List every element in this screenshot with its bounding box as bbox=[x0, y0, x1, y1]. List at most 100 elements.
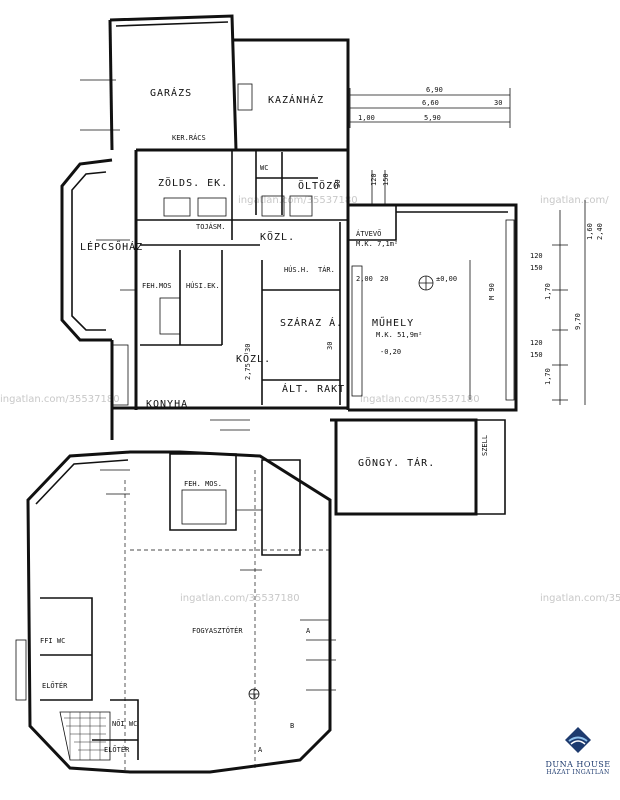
dimension-lines bbox=[80, 79, 586, 691]
stair-wall bbox=[60, 158, 113, 342]
window-west bbox=[351, 265, 363, 397]
dim-lines-right bbox=[559, 200, 586, 405]
fixture-6 bbox=[159, 297, 181, 335]
label-zoldsek: ZÖLDS. EK. bbox=[158, 176, 228, 189]
side-room-wall bbox=[261, 459, 301, 556]
partition-14 bbox=[348, 205, 397, 241]
dim-660: 6,60 bbox=[422, 99, 439, 107]
label-szell: SZELL bbox=[481, 435, 489, 456]
marker-a-2: A bbox=[258, 746, 263, 754]
stair-inner-wall bbox=[71, 171, 107, 331]
duna-house-logo: DUNA HOUSE HÁZAT INGATLAN bbox=[536, 726, 620, 800]
dim-20: 20 bbox=[380, 275, 388, 283]
garage-inner-wall bbox=[115, 21, 229, 27]
szell-wall bbox=[476, 419, 506, 515]
label-atvevo: ÁTVEVŐ bbox=[356, 229, 381, 238]
construction-lines-left bbox=[80, 79, 136, 291]
kazanhaz-wall bbox=[232, 38, 350, 150]
garage-left-wall bbox=[108, 19, 114, 151]
dim-30-c: 30 bbox=[244, 344, 252, 352]
watermark-2: ingatlan.com/ bbox=[540, 195, 609, 206]
dim-970: 9,70 bbox=[574, 313, 582, 330]
dim-lines-mid bbox=[371, 170, 386, 204]
dim-120-v: 120 bbox=[370, 173, 378, 186]
label-lepcsohaz: LÉPCSŐHÁZ bbox=[80, 239, 143, 253]
dim-200: 2,00 bbox=[356, 275, 373, 283]
dim-000: ±0,00 bbox=[436, 275, 457, 283]
dim-170-r2: 1,70 bbox=[544, 368, 552, 385]
label-noiwc: NŐI WC bbox=[112, 719, 137, 728]
dim-150-r2: 150 bbox=[530, 351, 543, 359]
dining-inner-wall bbox=[35, 459, 129, 505]
label-kerracs: KER.RÁCS bbox=[172, 133, 206, 142]
dimension-labels: 6,90 6,60 30 5,90 1,00 2,00 20 ±0,00 120… bbox=[244, 86, 604, 754]
label-garazs: GARÁZS bbox=[150, 86, 192, 99]
fehmos2-wall bbox=[169, 453, 237, 531]
logo-slogan: HÁZAT INGATLAN bbox=[546, 769, 610, 776]
fixtures bbox=[15, 83, 515, 770]
tile-grid bbox=[64, 712, 106, 760]
label-atvevo-area: M.K. 7,1m² bbox=[356, 240, 398, 248]
label-wc-top: WC bbox=[260, 164, 268, 172]
watermark-4: ingatlan.com/35537180 bbox=[360, 394, 480, 405]
label-ffiwc: FFI WC bbox=[40, 637, 65, 645]
dim-275: 2,75 bbox=[244, 363, 252, 380]
dim-lines-top bbox=[350, 94, 510, 123]
label-muhely-area: M.K. 51,9m² bbox=[376, 331, 422, 339]
dim-120-r2: 120 bbox=[530, 339, 543, 347]
dim-m90-1: M 90 bbox=[488, 283, 496, 300]
marker-b: B bbox=[290, 722, 294, 730]
level-marker-1-cross bbox=[419, 276, 433, 290]
fixture-2 bbox=[197, 197, 227, 217]
dim-150-v: 150 bbox=[382, 173, 390, 186]
dim-30-b: 30 bbox=[326, 342, 334, 350]
label-fogyaszter: FOGYASZTÓTÉR bbox=[192, 626, 243, 635]
room-labels: GARÁZS KAZÁNHÁZ KER.RÁCS ZÖLDS. EK. WC Ö… bbox=[40, 86, 489, 754]
duna-house-logo-icon bbox=[565, 727, 591, 753]
fixture-7 bbox=[181, 489, 227, 525]
label-konyha: KONYHA bbox=[146, 399, 188, 410]
partition-15 bbox=[40, 597, 93, 701]
dim-590: 5,90 bbox=[424, 114, 441, 122]
label-hush: HÚS.H. bbox=[284, 265, 309, 274]
fixture-4 bbox=[289, 195, 313, 217]
window-kitchen bbox=[111, 344, 129, 406]
construction-lines-mid bbox=[100, 419, 262, 571]
dim-150-r1: 150 bbox=[530, 264, 543, 272]
level-marker-2-cross bbox=[249, 689, 259, 699]
dim-170-r1: 1,70 bbox=[544, 283, 552, 300]
label-kazanhaz: KAZÁNHÁZ bbox=[268, 93, 324, 106]
dim-020: -0,20 bbox=[380, 348, 401, 356]
dim-100: 1,00 bbox=[358, 114, 375, 122]
label-eloter-1: ELŐTÉR bbox=[42, 681, 68, 690]
garage-wall bbox=[109, 14, 238, 151]
label-fehmos-1: FEH.MOS bbox=[142, 282, 172, 290]
label-tojasm: TOJÁSM. bbox=[196, 222, 226, 231]
label-muhely: MŰHELY bbox=[372, 315, 414, 329]
label-altrakt: ÁLT. RAKT. bbox=[282, 382, 352, 395]
watermark-6: ingatlan.com/35537180 bbox=[540, 593, 620, 604]
muhely-wall bbox=[348, 203, 518, 412]
fixture-3 bbox=[261, 195, 285, 217]
watermark-5: ingatlan.com/35537180 bbox=[180, 593, 300, 604]
dim-690: 6,90 bbox=[426, 86, 443, 94]
label-szaraza: SZÁRAZ Á. bbox=[280, 316, 343, 329]
dim-240: 2,40 bbox=[596, 223, 604, 240]
dim-30-d: 30 bbox=[334, 180, 342, 188]
tiled-area bbox=[59, 711, 111, 761]
dim-30-a: 30 bbox=[494, 99, 502, 107]
watermark-1: ingatlan.com/35537180 bbox=[238, 195, 358, 206]
label-husiek: HÚSI.EK. bbox=[186, 281, 220, 290]
label-fehmos-2: FEH. MOS. bbox=[184, 480, 222, 488]
window-dining bbox=[15, 639, 27, 701]
dim-120-r1: 120 bbox=[530, 252, 543, 260]
construction-lines-right bbox=[300, 619, 336, 691]
label-tar: TÁR. bbox=[318, 265, 335, 274]
label-kozl-2: KÖZL. bbox=[236, 352, 271, 365]
dim-160: 1,60 bbox=[586, 223, 594, 240]
label-eloter-2: ELŐTÉR bbox=[104, 745, 130, 754]
label-kozl-1: KÖZL. bbox=[260, 230, 295, 243]
fixture-1 bbox=[163, 197, 191, 217]
watermark-3: ingatlan.com/35537180 bbox=[0, 394, 120, 405]
